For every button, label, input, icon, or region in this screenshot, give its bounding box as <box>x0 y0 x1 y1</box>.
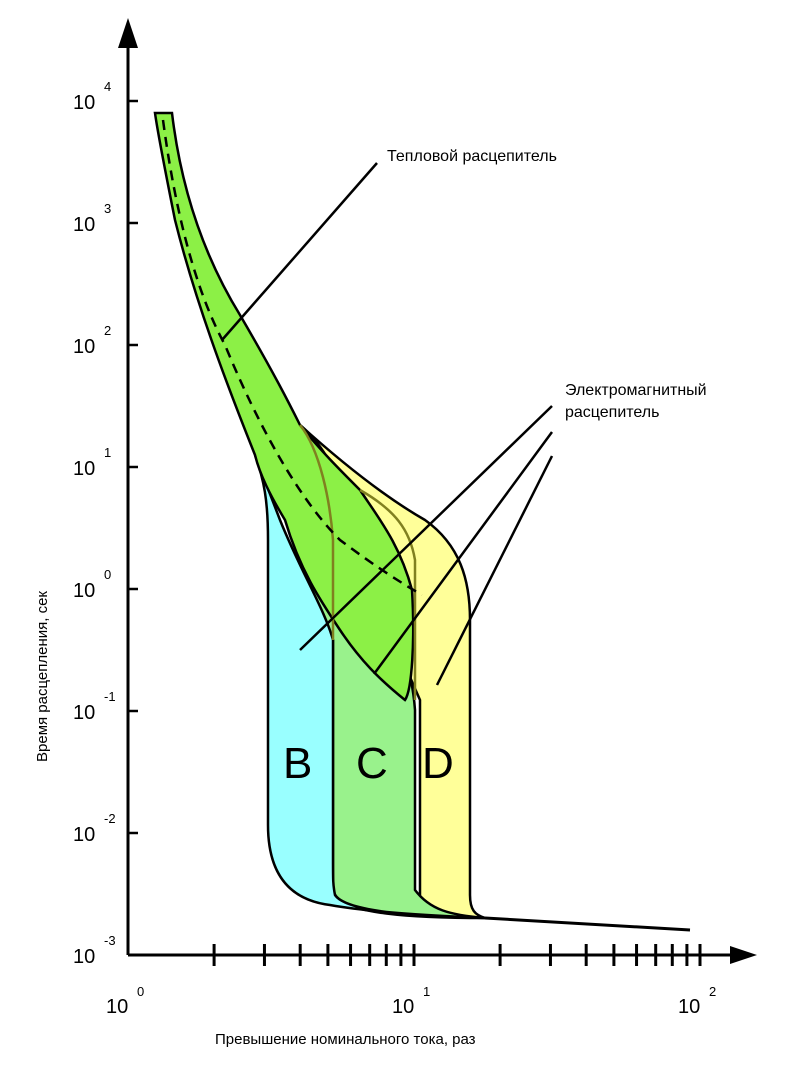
x-axis-tick-labels: 100 101 102 <box>106 984 716 1018</box>
y-tick-label: 101 <box>73 445 111 480</box>
y-axis-ticks <box>128 99 138 835</box>
magnetic-leader-line-b <box>299 405 553 651</box>
x-tick-label: 101 <box>392 984 430 1018</box>
thermal-leader-line <box>221 162 378 341</box>
magnetic-leader-line-d <box>435 455 554 686</box>
zone-b-label: B <box>283 739 312 788</box>
y-axis-arrow <box>118 18 138 48</box>
magnetic-release-annotation-line1: Электромагнитный <box>565 382 707 399</box>
zone-c-boundary-line <box>299 424 335 640</box>
y-tick-label: 10-3 <box>73 933 116 968</box>
y-tick-label: 102 <box>73 323 111 358</box>
magnetic-leader-line-c <box>372 431 554 675</box>
y-axis-title: Время расцепления, сек <box>34 591 51 762</box>
y-tick-label: 103 <box>73 201 111 236</box>
zone-c-label: C <box>356 739 388 788</box>
x-axis-ticks <box>212 944 702 966</box>
instantaneous-tail-line <box>484 916 691 932</box>
x-tick-label: 102 <box>678 984 716 1018</box>
y-tick-label: 10-1 <box>73 689 116 724</box>
thermal-release-band <box>153 111 415 702</box>
zone-d-boundary-line <box>359 488 417 700</box>
x-axis-arrow <box>730 946 757 964</box>
zone-d-label: D <box>422 739 454 788</box>
y-tick-label: 104 <box>73 79 111 114</box>
x-tick-label: 100 <box>106 984 144 1018</box>
magnetic-release-annotation-line2: расцепитель <box>565 404 659 421</box>
y-axis-tick-labels: 10-3 10-2 10-1 100 101 102 103 104 <box>73 79 116 968</box>
thermal-median-dashed-line <box>161 119 423 597</box>
y-tick-label: 100 <box>73 567 111 602</box>
thermal-release-annotation: Тепловой расцепитель <box>387 148 557 165</box>
y-tick-label: 10-2 <box>73 811 116 846</box>
x-axis-title: Превышение номинального тока, раз <box>215 1031 476 1048</box>
